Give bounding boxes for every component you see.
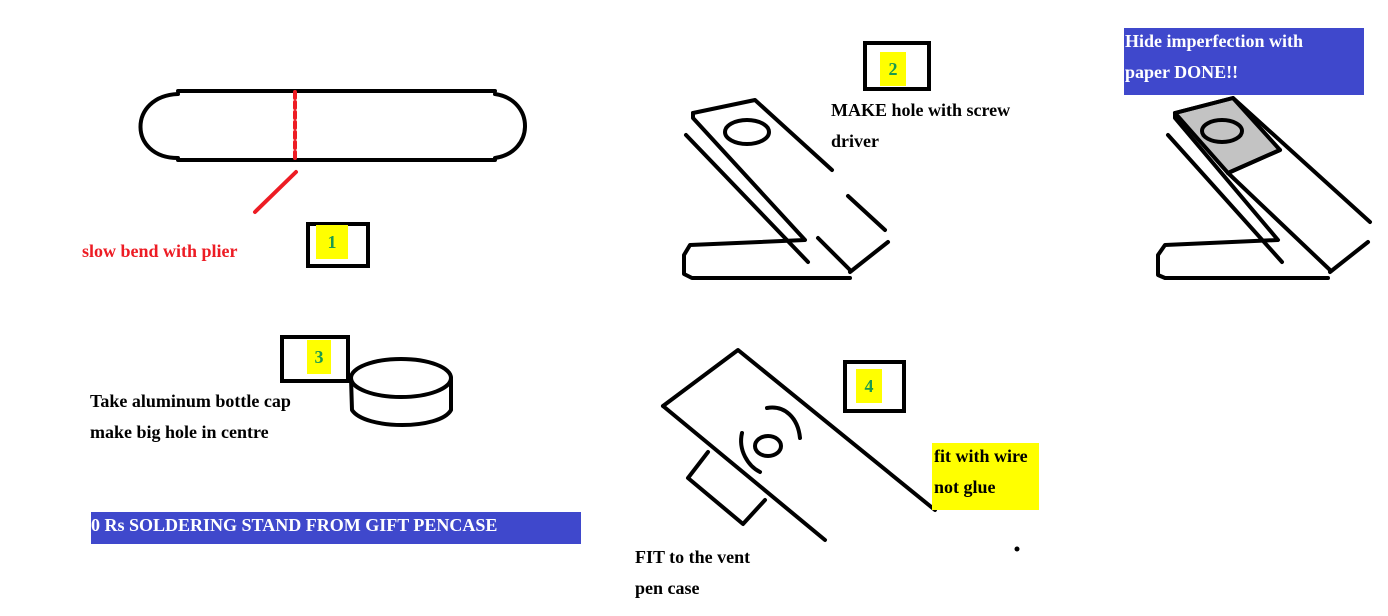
pencase-outline — [138, 89, 527, 162]
step-4-box — [843, 360, 906, 413]
step-3-number: 3 — [307, 340, 331, 374]
step-4-note-line1: fit with wire — [934, 446, 1028, 466]
bottle-cap-drawing — [349, 357, 453, 427]
step-1-box — [306, 222, 370, 268]
stray-dot — [1014, 546, 1020, 552]
step-4-note-highlight — [932, 443, 1039, 510]
step-2-caption-line1: MAKE hole with screw — [831, 100, 1011, 120]
final-step-line2: paper DONE!! — [1125, 62, 1239, 82]
final-step-banner — [1124, 28, 1364, 95]
step-3-caption-line2: make big hole in centre — [90, 422, 269, 442]
step-4-note-line2: not glue — [934, 477, 996, 497]
bend-line — [253, 90, 298, 214]
page-title: 0 Rs SOLDERING STAND FROM GIFT PENCASE — [91, 515, 498, 535]
step-4-number: 4 — [856, 369, 882, 403]
bent-stand-drawing — [682, 98, 890, 280]
step-3-caption-line1: Take aluminum bottle cap — [90, 391, 291, 411]
step-1-number: 1 — [316, 225, 348, 259]
step-2-box — [863, 41, 931, 91]
step-3-box — [280, 335, 350, 383]
step-2-number: 2 — [880, 52, 906, 86]
title-banner — [91, 512, 581, 544]
step-4-caption-line2: pen case — [635, 578, 700, 598]
fitted-stand-drawing — [661, 348, 937, 542]
step-2-caption-line2: driver — [831, 131, 879, 151]
final-step-line1: Hide imperfection with — [1125, 31, 1303, 51]
step-4-caption-line1: FIT to the vent — [635, 547, 751, 567]
step-1-caption: slow bend with plier — [82, 241, 238, 261]
finished-stand-drawing — [1156, 96, 1372, 280]
